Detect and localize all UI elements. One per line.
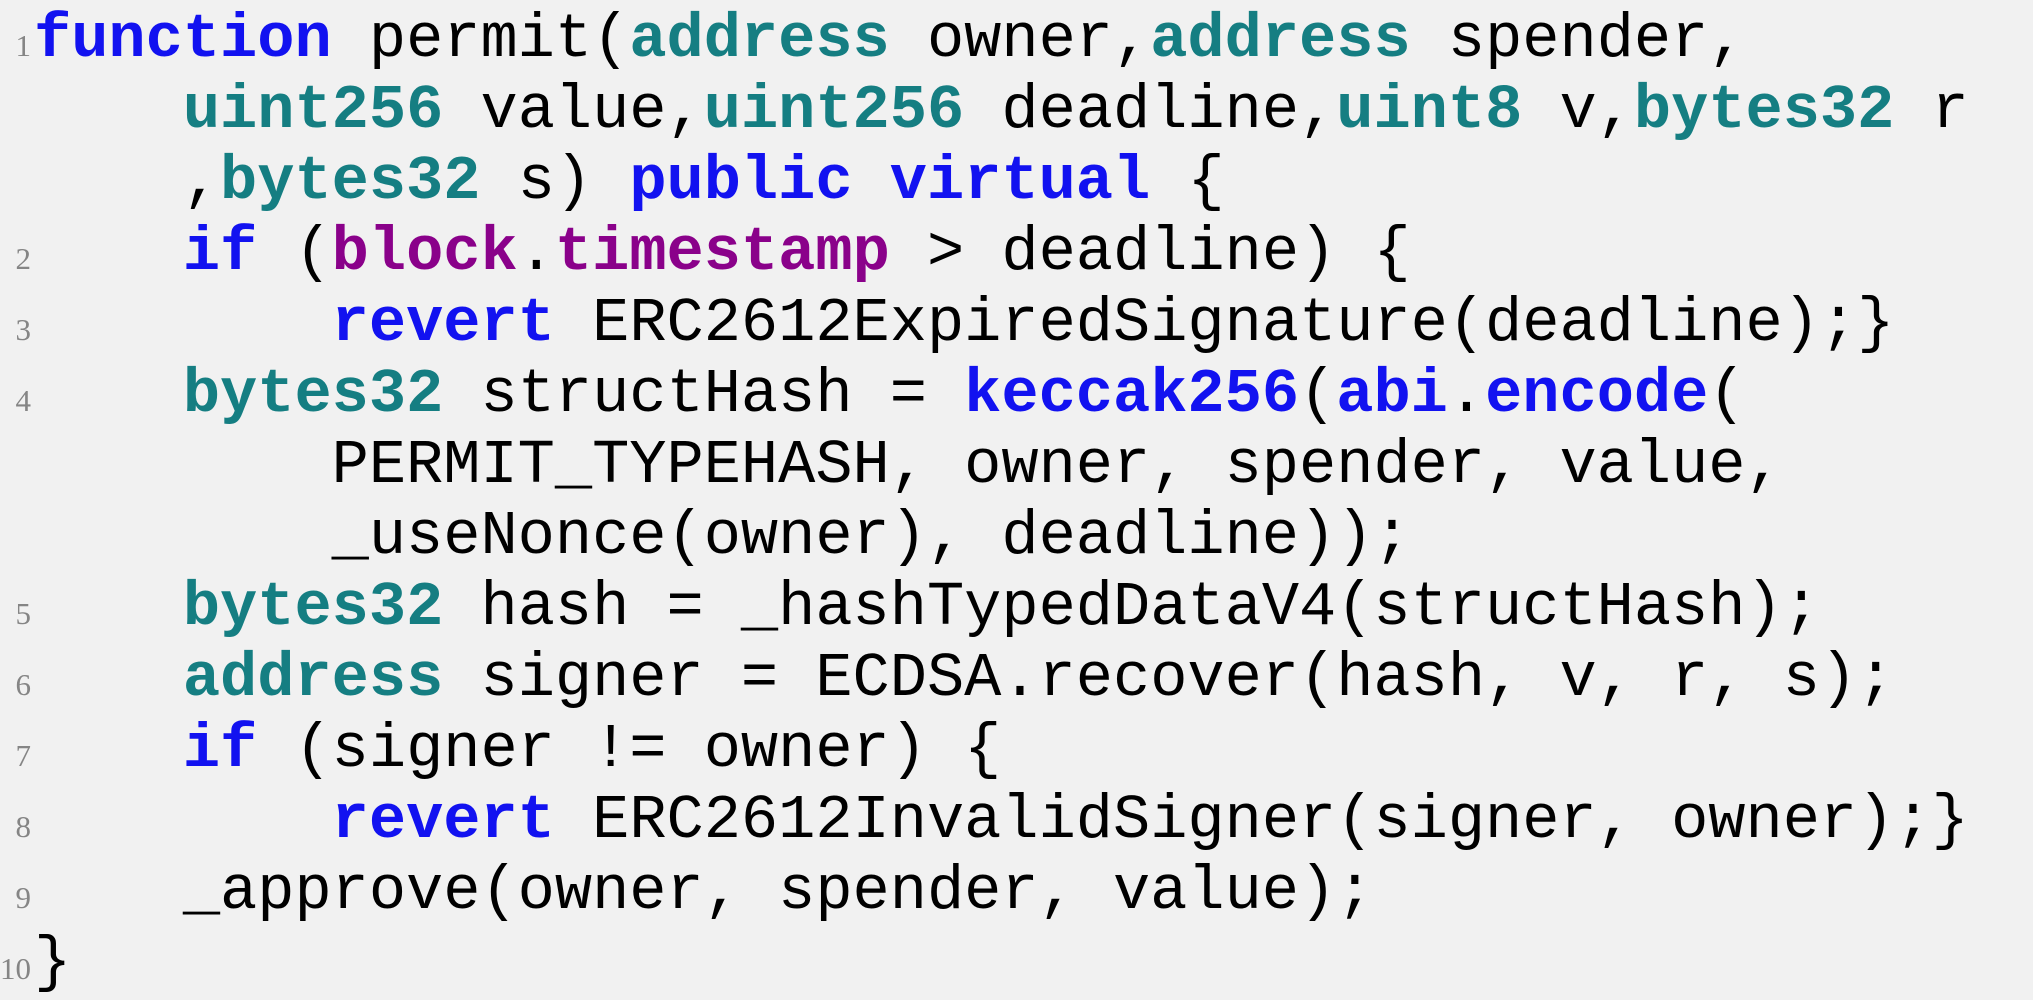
code-line: 5 bytes32 hash = _hashTypedDataV4(struct…	[0, 572, 2033, 643]
code-token: r	[1894, 75, 1969, 146]
code-token: uint256	[182, 75, 444, 146]
code-token: encode	[1485, 359, 1709, 430]
code-token: virtual	[889, 146, 1151, 217]
code-token: _approve(owner, spender, value);	[34, 856, 1374, 927]
code-text: revert ERC2612InvalidSigner(signer, owne…	[34, 785, 1969, 856]
code-token: value,	[443, 75, 704, 146]
line-number: 8	[15, 809, 32, 844]
code-token	[34, 288, 332, 359]
code-token: permit(	[331, 4, 630, 75]
code-token: block	[331, 217, 518, 288]
code-token: owner,	[889, 4, 1151, 75]
code-line: 10}	[0, 927, 2033, 998]
code-token: revert	[331, 288, 555, 359]
code-token: address	[1150, 4, 1411, 75]
code-line: uint256 value,uint256 deadline,uint8 v,b…	[0, 75, 2033, 146]
line-number: 4	[15, 383, 32, 418]
code-token	[34, 217, 183, 288]
code-token: ERC2612InvalidSigner(signer, owner);}	[554, 785, 1969, 856]
code-token: bytes32	[1633, 75, 1895, 146]
code-token: (	[1708, 359, 1746, 430]
code-token: (	[257, 217, 332, 288]
code-token: }	[34, 927, 72, 998]
code-token: if	[182, 714, 258, 785]
line-number: 2	[15, 241, 32, 276]
code-token: .	[517, 217, 555, 288]
code-token: s)	[480, 146, 630, 217]
code-line: 6 address signer = ECDSA.recover(hash, v…	[0, 643, 2033, 714]
code-token: deadline,	[964, 75, 1337, 146]
code-token: revert	[331, 785, 555, 856]
code-token: hash = _hashTypedDataV4(structHash);	[443, 572, 1820, 643]
code-token: spender,	[1410, 4, 1746, 75]
code-token	[853, 146, 890, 217]
code-token: uint8	[1336, 75, 1523, 146]
line-number: 9	[15, 880, 32, 915]
code-token: timestamp	[554, 217, 890, 288]
code-text: revert ERC2612ExpiredSignature(deadline)…	[34, 288, 1895, 359]
code-text: bytes32 structHash = keccak256(abi.encod…	[34, 359, 1746, 430]
code-token: PERMIT_TYPEHASH, owner, spender, value,	[34, 430, 1783, 501]
code-text: bytes32 hash = _hashTypedDataV4(structHa…	[34, 572, 1820, 643]
code-text: if (signer != owner) {	[34, 714, 1002, 785]
code-line: _useNonce(owner), deadline));	[0, 501, 2033, 572]
code-token: bytes32	[182, 359, 444, 430]
code-token: > deadline) {	[889, 217, 1411, 288]
code-line: ,bytes32 s) public virtual {	[0, 146, 2033, 217]
code-line: 9 _approve(owner, spender, value);	[0, 856, 2033, 927]
code-token: keccak256	[964, 359, 1300, 430]
code-line: 3 revert ERC2612ExpiredSignature(deadlin…	[0, 288, 2033, 359]
code-token	[34, 75, 183, 146]
code-text: if (block.timestamp > deadline) {	[34, 217, 1411, 288]
code-line: PERMIT_TYPEHASH, owner, spender, value,	[0, 430, 2033, 501]
code-text: }	[34, 927, 71, 998]
code-line: 8 revert ERC2612InvalidSigner(signer, ow…	[0, 785, 2033, 856]
code-token: .	[1447, 359, 1486, 430]
code-token: _useNonce(owner), deadline));	[34, 501, 1411, 572]
code-line: 4 bytes32 structHash = keccak256(abi.enc…	[0, 359, 2033, 430]
code-token	[34, 714, 183, 785]
code-token: v,	[1522, 75, 1634, 146]
code-token: address	[629, 4, 890, 75]
line-number: 1	[15, 28, 32, 63]
code-token: public	[629, 146, 853, 217]
code-token: if	[182, 217, 258, 288]
code-token	[34, 785, 332, 856]
line-number: 7	[15, 738, 32, 773]
code-token: (	[1299, 359, 1337, 430]
code-text: PERMIT_TYPEHASH, owner, spender, value,	[34, 430, 1783, 501]
code-token	[34, 643, 183, 714]
line-number: 5	[15, 596, 32, 631]
code-token: ,	[34, 146, 221, 217]
line-number: 6	[15, 667, 32, 702]
code-token: address	[182, 643, 444, 714]
code-text: function permit(address owner,address sp…	[34, 4, 1746, 75]
code-text: _useNonce(owner), deadline));	[34, 501, 1411, 572]
code-token: {	[1150, 146, 1225, 217]
line-number: 10	[0, 951, 31, 986]
code-token	[34, 359, 183, 430]
code-token: function	[34, 4, 332, 75]
code-token: (signer != owner) {	[257, 714, 1002, 785]
code-text: address signer = ECDSA.recover(hash, v, …	[34, 643, 1895, 714]
code-text: uint256 value,uint256 deadline,uint8 v,b…	[34, 75, 1969, 146]
line-number: 3	[15, 312, 32, 347]
code-token: abi	[1336, 359, 1448, 430]
code-token: uint256	[703, 75, 965, 146]
code-text: ,bytes32 s) public virtual {	[34, 146, 1225, 217]
code-token: ERC2612ExpiredSignature(deadline);}	[554, 288, 1895, 359]
code-token: signer = ECDSA.recover(hash, v, r, s);	[443, 643, 1895, 714]
code-line: 2 if (block.timestamp > deadline) {	[0, 217, 2033, 288]
code-line: 7 if (signer != owner) {	[0, 714, 2033, 785]
code-token	[34, 572, 183, 643]
code-token: bytes32	[220, 146, 481, 217]
code-token: structHash =	[443, 359, 965, 430]
code-token: bytes32	[182, 572, 444, 643]
code-text: _approve(owner, spender, value);	[34, 856, 1374, 927]
